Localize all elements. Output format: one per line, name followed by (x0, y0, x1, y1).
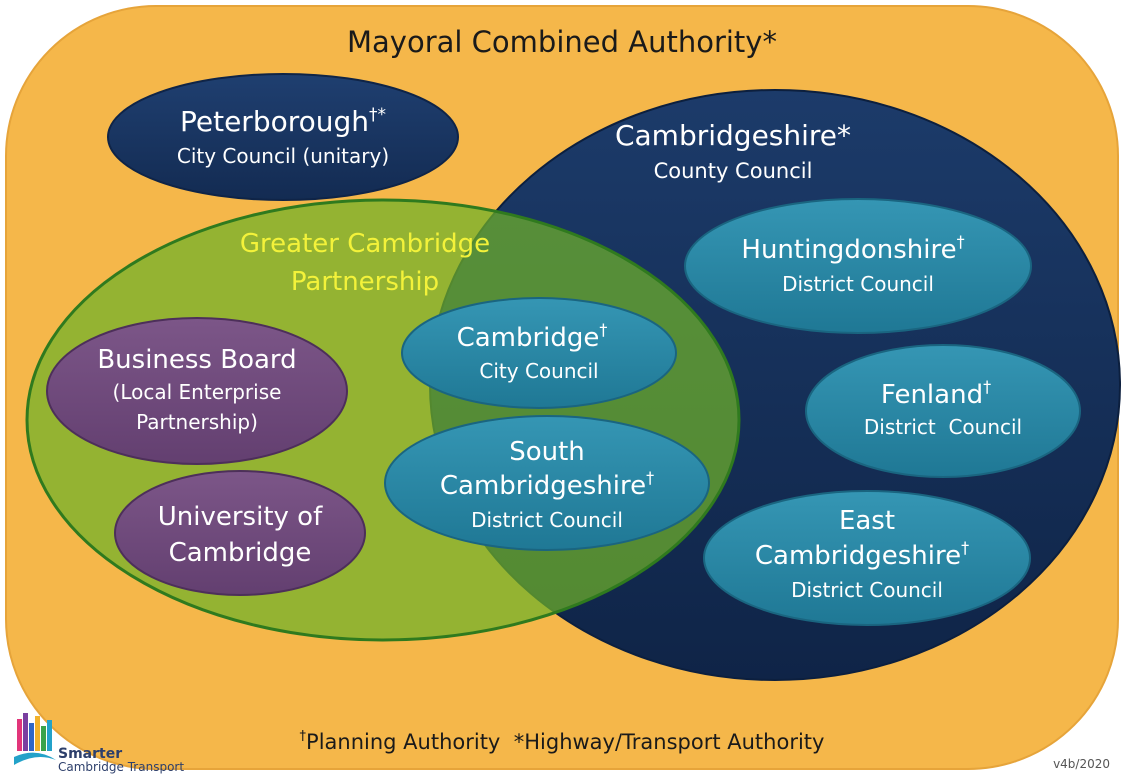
university-line1: University of (158, 502, 323, 532)
south-cambs-ellipse (384, 415, 710, 551)
south-cambs-name: Cambridgeshire† (440, 468, 654, 501)
footer-spacer (500, 730, 513, 754)
fenland-name: Fenland† (881, 377, 991, 410)
east-cambs-sub: District Council (791, 578, 943, 602)
cambridge-city-ellipse (401, 297, 677, 409)
logo-bar-4 (35, 716, 40, 751)
footer-highway: *Highway/Transport Authority (514, 730, 825, 754)
cambridge-name: Cambridge† (457, 320, 608, 353)
business-board-line3: Partnership) (136, 410, 258, 434)
logo-line1: Smarter (58, 746, 122, 762)
huntingdonshire-name: Huntingdonshire† (741, 232, 964, 265)
footer-legend: †Planning Authority *Highway/Transport A… (300, 729, 825, 754)
fenland-sub: District Council (864, 415, 1022, 439)
huntingdonshire-ellipse (684, 198, 1032, 334)
county-name: Cambridgeshire* (615, 119, 851, 152)
cambridge-name-text: Cambridge (457, 323, 600, 353)
south-cambs-name-text: Cambridgeshire (440, 471, 646, 501)
logo-bar-6 (47, 720, 52, 751)
version-label: v4b/2020 (1053, 757, 1110, 771)
gcp-label-line1: Greater Cambridge (240, 229, 490, 259)
footer-dagger: † (300, 729, 307, 744)
business-board-line2: (Local Enterprise (113, 380, 282, 404)
peterborough-mark: †* (369, 105, 386, 125)
peterborough-name-text: Peterborough (180, 105, 369, 138)
business-board-ellipse (46, 317, 348, 465)
south-cambs-sub: District Council (471, 508, 623, 532)
south-cambs-line1: South (509, 437, 585, 467)
university-ellipse (114, 470, 366, 596)
logo-bar-2 (23, 713, 28, 751)
logo-bar-1 (17, 719, 22, 751)
fenland-mark: † (983, 377, 991, 396)
footer-planning: Planning Authority (306, 730, 500, 754)
east-cambs-line1: East (839, 506, 895, 536)
peterborough-name: Peterborough†* (180, 105, 386, 138)
cambridge-mark: † (599, 320, 607, 339)
peterborough-ellipse (107, 73, 459, 201)
cambridge-sub: City Council (479, 359, 598, 383)
east-cambs-ellipse (703, 490, 1031, 626)
logo-line2: Cambridge Transport (58, 760, 184, 774)
logo-swoosh (14, 752, 56, 765)
huntingdonshire-name-text: Huntingdonshire (741, 235, 956, 265)
east-cambs-mark: † (961, 538, 969, 557)
gcp-label-line2: Partnership (291, 267, 439, 297)
diagram-title: Mayoral Combined Authority* (347, 25, 777, 59)
south-cambs-mark: † (646, 468, 654, 487)
smarter-cambridge-logo: Smarter Cambridge Transport (14, 713, 184, 774)
logo-bar-3 (29, 723, 34, 751)
university-line2: Cambridge (169, 538, 312, 568)
fenland-name-text: Fenland (881, 380, 983, 410)
huntingdonshire-sub: District Council (782, 272, 934, 296)
huntingdonshire-mark: † (957, 232, 965, 251)
east-cambs-name-text: Cambridgeshire (755, 541, 961, 571)
county-sub: County Council (654, 159, 813, 183)
fenland-ellipse (805, 344, 1081, 478)
logo-bar-5 (41, 726, 46, 751)
east-cambs-name: Cambridgeshire† (755, 538, 969, 571)
peterborough-sub: City Council (unitary) (177, 144, 389, 168)
business-board-title: Business Board (97, 345, 296, 375)
